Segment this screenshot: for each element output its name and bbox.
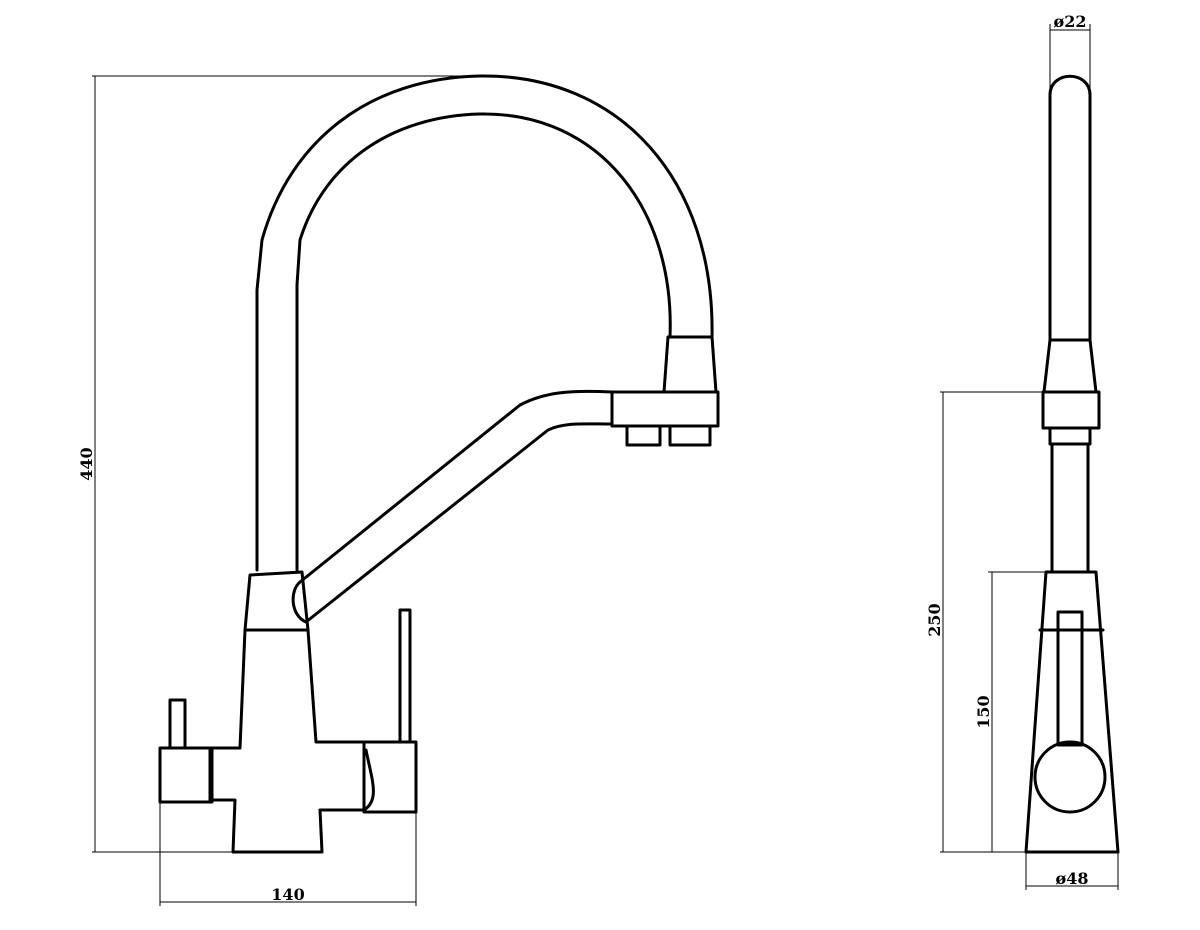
outlet-right (668, 424, 712, 447)
dim-250-label: 250 (925, 603, 944, 636)
side-spout-tube (1048, 74, 1092, 342)
dim-d22-label: ø22 (1054, 12, 1087, 31)
right-lever-cam (362, 748, 375, 812)
dim-d48-label: ø48 (1056, 869, 1089, 888)
outlet-left (625, 424, 662, 447)
side-lever (1056, 610, 1084, 747)
body-collar (243, 570, 310, 632)
side-view: ø22 ø48 250 150 (925, 12, 1120, 890)
spout-nozzle (662, 335, 718, 394)
left-handle-body (158, 746, 214, 804)
side-aerator-ring (1041, 390, 1101, 430)
faucet-body (210, 628, 366, 854)
aerator-block (610, 390, 720, 428)
front-view: 440 140 (77, 74, 720, 906)
dim-150-label: 150 (974, 695, 993, 728)
left-handle-stub (168, 698, 187, 750)
dim-140-label: 140 (271, 885, 304, 904)
right-lever (398, 608, 412, 744)
gooseneck-spout (255, 74, 714, 572)
dim-440-label: 440 (77, 447, 96, 480)
side-lever-knob (1033, 740, 1107, 814)
right-lever-body (362, 740, 418, 814)
filter-arm-joint (291, 580, 308, 624)
filter-arm (298, 389, 614, 624)
side-lower-tube (1048, 426, 1092, 574)
side-body (1024, 570, 1120, 854)
side-spout-nozzle (1042, 338, 1098, 394)
